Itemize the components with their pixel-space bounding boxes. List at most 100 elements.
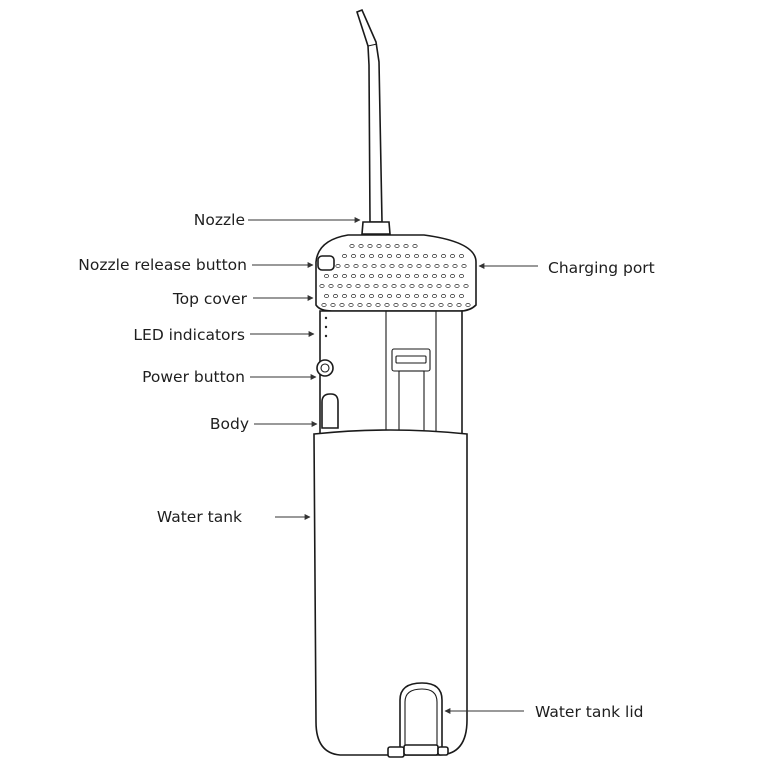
cover-dot bbox=[355, 284, 361, 288]
cover-dot bbox=[358, 244, 364, 248]
cover-dot bbox=[353, 264, 359, 268]
top-cover bbox=[315, 234, 477, 312]
cover-dot bbox=[438, 303, 444, 307]
cover-dot bbox=[357, 303, 363, 307]
callout-labels: Nozzle Nozzle release button Top cover L… bbox=[78, 211, 654, 721]
cover-dot bbox=[330, 303, 336, 307]
leader-lines bbox=[248, 217, 538, 714]
cover-dot bbox=[458, 294, 465, 298]
cover-dot bbox=[323, 294, 330, 298]
cover-dot bbox=[394, 244, 400, 248]
cover-dot bbox=[359, 254, 366, 258]
cover-dot bbox=[434, 264, 440, 268]
cover-dot bbox=[341, 274, 348, 278]
cover-dot bbox=[377, 274, 384, 278]
cover-dot bbox=[386, 274, 393, 278]
cover-dot bbox=[350, 254, 357, 258]
cover-dot bbox=[454, 284, 460, 288]
cover-dot bbox=[349, 244, 355, 248]
cover-dot bbox=[431, 294, 438, 298]
cover-dot bbox=[440, 254, 447, 258]
cover-dot bbox=[422, 274, 429, 278]
cover-dot bbox=[386, 254, 393, 258]
label-nozzle-release-button: Nozzle release button bbox=[78, 256, 247, 274]
cover-dot bbox=[420, 303, 426, 307]
cover-dot bbox=[407, 264, 413, 268]
power-button bbox=[316, 359, 334, 377]
cover-dot bbox=[404, 274, 411, 278]
cover-dot bbox=[395, 254, 402, 258]
cover-dot bbox=[431, 254, 438, 258]
cover-dot bbox=[393, 303, 399, 307]
cover-dot bbox=[413, 274, 420, 278]
cover-dot bbox=[341, 254, 348, 258]
cover-dot bbox=[362, 264, 368, 268]
cover-dot bbox=[337, 284, 343, 288]
cover-dot bbox=[463, 284, 469, 288]
cover-dot bbox=[412, 244, 418, 248]
cover-dot bbox=[344, 264, 350, 268]
cover-dot bbox=[375, 303, 381, 307]
cover-dot bbox=[465, 303, 471, 307]
label-body: Body bbox=[210, 415, 249, 433]
cover-dot bbox=[449, 274, 456, 278]
cover-dot bbox=[431, 274, 438, 278]
cover-dot bbox=[411, 303, 417, 307]
cover-dot bbox=[409, 284, 415, 288]
cover-dot bbox=[368, 254, 375, 258]
label-nozzle: Nozzle bbox=[194, 211, 245, 229]
cover-dot bbox=[404, 294, 411, 298]
cover-dot bbox=[427, 284, 433, 288]
label-led-indicators: LED indicators bbox=[133, 326, 245, 344]
cover-dot bbox=[458, 274, 465, 278]
cover-dot bbox=[425, 264, 431, 268]
nozzle-release-button bbox=[317, 255, 335, 271]
cover-dot bbox=[332, 294, 339, 298]
cover-dot bbox=[449, 254, 456, 258]
cover-dot bbox=[402, 303, 408, 307]
cover-dot bbox=[385, 244, 391, 248]
cover-dot bbox=[413, 294, 420, 298]
cover-dot bbox=[341, 294, 348, 298]
cover-dot bbox=[366, 303, 372, 307]
label-water-tank: Water tank bbox=[157, 508, 242, 526]
cover-dot bbox=[404, 254, 411, 258]
cover-dot bbox=[359, 274, 366, 278]
cover-dot bbox=[350, 294, 357, 298]
cover-dot bbox=[367, 244, 373, 248]
label-water-tank-lid: Water tank lid bbox=[535, 703, 644, 721]
cover-dot bbox=[400, 284, 406, 288]
water-tank bbox=[313, 429, 468, 758]
cover-dot bbox=[346, 284, 352, 288]
cover-dot bbox=[332, 274, 339, 278]
cover-dot bbox=[422, 294, 429, 298]
label-top-cover: Top cover bbox=[172, 290, 248, 308]
cover-dot bbox=[382, 284, 388, 288]
cover-dot bbox=[376, 244, 382, 248]
cover-dot bbox=[395, 294, 402, 298]
label-power-button: Power button bbox=[142, 368, 245, 386]
cover-dot bbox=[368, 294, 375, 298]
cover-dot bbox=[443, 264, 449, 268]
cover-dot bbox=[436, 284, 442, 288]
cover-dot-pattern bbox=[319, 244, 471, 307]
cover-dot bbox=[403, 244, 409, 248]
cover-dot bbox=[377, 294, 384, 298]
cover-dot bbox=[440, 294, 447, 298]
cover-dot bbox=[373, 284, 379, 288]
cover-dot bbox=[456, 303, 462, 307]
cover-dot bbox=[458, 254, 465, 258]
water-flosser-illustration bbox=[313, 8, 477, 758]
cover-dot bbox=[447, 303, 453, 307]
cover-dot bbox=[335, 264, 341, 268]
cover-dot bbox=[364, 284, 370, 288]
cover-dot bbox=[371, 264, 377, 268]
cover-dot bbox=[429, 303, 435, 307]
cover-dot bbox=[386, 294, 393, 298]
cover-dot bbox=[319, 284, 325, 288]
water-tank-lid bbox=[387, 682, 449, 758]
nozzle bbox=[356, 8, 391, 235]
cover-dot bbox=[321, 303, 327, 307]
cover-dot bbox=[348, 303, 354, 307]
cover-dot bbox=[389, 264, 395, 268]
